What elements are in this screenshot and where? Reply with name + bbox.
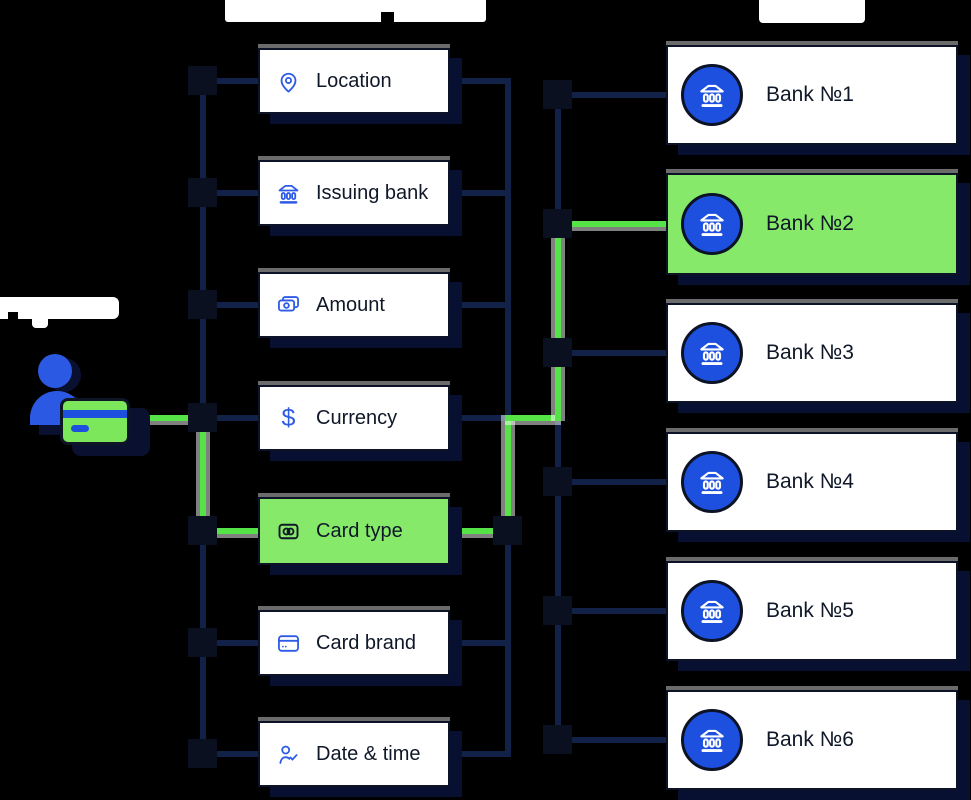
connector-location-right — [450, 78, 511, 84]
junction-dot-bank2-active — [543, 209, 572, 238]
connector-bank3 — [558, 350, 668, 356]
parameter-card-issuing-bank: Issuing bank — [258, 160, 450, 226]
location-pin-icon — [275, 68, 302, 95]
parameter-label: Amount — [316, 293, 385, 316]
parameter-label: Currency — [316, 406, 398, 429]
bank-label: Bank №2 — [766, 212, 854, 235]
bank-building-icon — [681, 193, 743, 255]
junction-dot-bank1 — [543, 80, 572, 109]
connector-bank5 — [558, 608, 668, 614]
heading-text-blob — [32, 319, 48, 328]
connector-location-left — [203, 78, 260, 84]
active-route-left-trunk-segment — [200, 415, 206, 534]
payment-person-card-illustration — [20, 345, 170, 465]
dollar-icon: $ — [281, 403, 296, 432]
junction-dot-cardtype-right-active — [493, 516, 522, 545]
bank-building-icon — [275, 180, 302, 207]
bank-card-5: Bank №5 — [666, 561, 958, 661]
junction-dot-cardtype-left-active — [188, 516, 217, 545]
card-circles-icon — [275, 518, 302, 545]
active-route-banks-trunk-segment — [555, 221, 561, 421]
cropped-heading-banks — [759, 0, 865, 23]
active-route-right-trunk-segment — [505, 415, 511, 534]
bank-card-1: Bank №1 — [666, 45, 958, 145]
bank-card-4: Bank №4 — [666, 432, 958, 532]
bank-building-icon — [681, 709, 743, 771]
bank-label: Bank №1 — [766, 83, 854, 106]
parameter-card-card-type-active: Card type — [258, 497, 450, 565]
heading-text-descender-notch — [381, 12, 394, 22]
bank-label: Bank №3 — [766, 341, 854, 364]
connector-issuing-right — [450, 190, 511, 196]
connector-currency-right — [450, 415, 511, 421]
user-check-icon — [275, 741, 302, 768]
bank-label: Bank №5 — [766, 599, 854, 622]
junction-dot-bank6 — [543, 725, 572, 754]
connector-cardbrand-left — [203, 640, 260, 646]
connector-amount-right — [450, 302, 511, 308]
bank-card-3: Bank №3 — [666, 303, 958, 403]
parameter-label: Card type — [316, 519, 403, 542]
connector-datetime-left — [203, 751, 260, 757]
connector-bank6 — [558, 737, 668, 743]
person-head — [38, 354, 72, 388]
credit-card-icon — [275, 630, 302, 657]
bank-label: Bank №6 — [766, 728, 854, 751]
bank-label: Bank №4 — [766, 470, 854, 493]
bank-building-icon — [681, 64, 743, 126]
active-route-cross-segment — [505, 415, 561, 421]
bank-building-icon — [681, 580, 743, 642]
card-stripe — [63, 410, 127, 418]
active-route-payment-segment — [122, 415, 203, 421]
cropped-heading-transaction-parameters — [225, 0, 486, 22]
bank-building-icon — [681, 322, 743, 384]
junction-dot-currency — [188, 403, 217, 432]
parameter-label: Card brand — [316, 631, 417, 654]
cropped-heading-payment — [0, 297, 119, 328]
junction-dot-amount — [188, 290, 217, 319]
parameter-card-card-brand: Card brand — [258, 610, 450, 676]
connector-amount-left — [203, 302, 260, 308]
connector-bank1 — [558, 92, 668, 98]
active-route-cardtype-in — [203, 528, 260, 534]
card-signature-pill — [71, 425, 89, 432]
junction-dot-bank5 — [543, 596, 572, 625]
parameter-card-currency: $ Currency — [258, 385, 450, 451]
connector-issuing-left — [203, 190, 260, 196]
junction-dot-issuing — [188, 178, 217, 207]
parameter-card-amount: Amount — [258, 272, 450, 338]
connector-cardbrand-right — [450, 640, 511, 646]
connector-datetime-right — [450, 751, 511, 757]
junction-dot-datetime — [188, 739, 217, 768]
active-route-bank2-segment — [558, 221, 668, 227]
junction-dot-location — [188, 66, 217, 95]
heading-text-notch — [8, 312, 18, 319]
connector-bank4 — [558, 479, 668, 485]
bank-card-2-active: Bank №2 — [666, 173, 958, 275]
parameter-label: Issuing bank — [316, 181, 429, 204]
junction-dot-bank3 — [543, 338, 572, 367]
junction-dot-bank4 — [543, 467, 572, 496]
parameter-label: Location — [316, 69, 392, 92]
connector-currency-left — [203, 415, 260, 421]
junction-dot-cardbrand — [188, 628, 217, 657]
bank-card-6: Bank №6 — [666, 690, 958, 790]
active-route-cardtype-out — [450, 528, 511, 534]
banknotes-icon — [275, 292, 302, 319]
parameter-card-location: Location — [258, 48, 450, 114]
parameter-label: Date & time — [316, 742, 421, 765]
parameter-card-date-time: Date & time — [258, 721, 450, 787]
bank-building-icon — [681, 451, 743, 513]
bank-card-graphic — [60, 398, 130, 445]
